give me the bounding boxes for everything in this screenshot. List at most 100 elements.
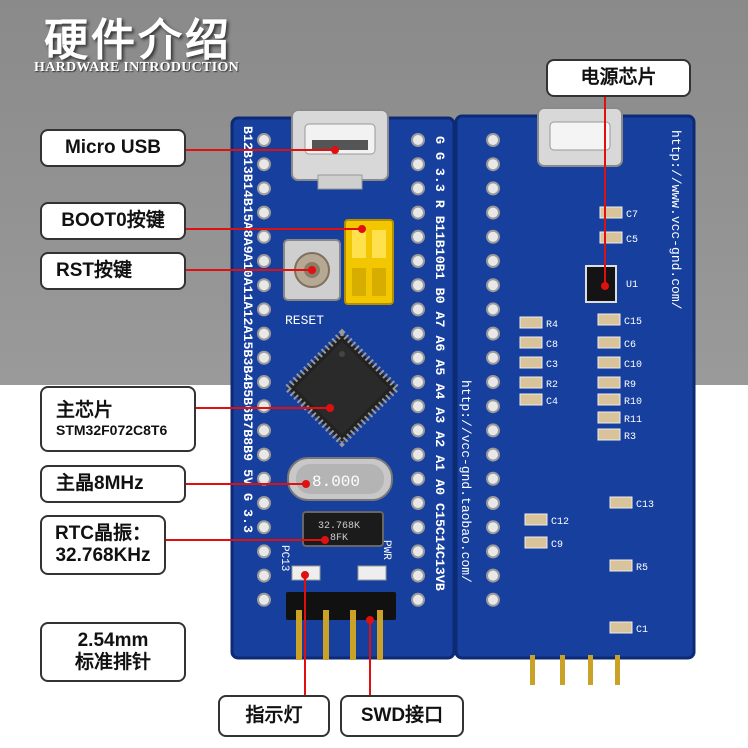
front-board [230, 109, 456, 660]
pin-hole [486, 254, 500, 268]
smd-part-label: R9 [624, 380, 636, 391]
smd-part [597, 411, 621, 424]
smd-part [609, 496, 633, 509]
smd-part [597, 356, 621, 369]
reset-silk-label: RESET [285, 313, 324, 328]
pin-hole [257, 133, 271, 147]
pin-hole [486, 592, 500, 607]
pin-hole [411, 399, 425, 414]
callout-main-chip-model: STM32F072C8T6 [56, 421, 168, 438]
callout-boot0: BOOT0按键 [40, 202, 186, 240]
smd-part [524, 536, 548, 549]
main-crystal [287, 457, 393, 501]
pin-hole [411, 544, 425, 559]
smd-part [597, 376, 621, 389]
smd-part-label: R2 [546, 380, 558, 391]
callout-main-chip: 主芯片 STM32F072C8T6 [40, 386, 196, 452]
smd-part [597, 393, 621, 406]
pin-hole [486, 326, 500, 341]
pwr-silk-label: PWR [380, 540, 392, 560]
left-pin-column [257, 133, 271, 607]
smd-part-label: C1 [636, 625, 648, 636]
page-subtitle: HARDWARE INTRODUCTION [34, 60, 240, 75]
pin-hole [411, 229, 425, 244]
pin-hole [257, 544, 271, 559]
pin-hole [411, 447, 425, 462]
smd-part [609, 559, 633, 572]
pin-hole [486, 423, 500, 438]
pin-hole [486, 157, 500, 172]
callout-pin-header-text: 标准排针 [74, 652, 151, 673]
pin-hole [257, 399, 271, 414]
back-pin-column [486, 133, 500, 607]
right-pin-column [411, 133, 425, 607]
pin-hole [411, 520, 425, 535]
smd-part-label: C10 [624, 360, 642, 371]
right-pin-labels: G G 3.3 R B11B10B1 B0 A7 A6 A5 A4 A3 A2 … [432, 136, 447, 591]
smd-part-label: C8 [546, 340, 558, 351]
pin-hole [257, 278, 271, 293]
pin-hole [257, 375, 271, 389]
back-micro-usb [537, 107, 623, 167]
pin-hole [257, 350, 271, 365]
smd-part-label: C3 [546, 360, 558, 371]
rtc-marking: 32.768K [318, 521, 360, 532]
pin-hole [257, 229, 271, 244]
callout-main-crystal: 主晶8MHz [40, 465, 186, 503]
smd-part [599, 231, 623, 244]
callout-micro-usb: Micro USB [40, 129, 186, 167]
swd-and-led-pins [286, 592, 396, 660]
pin-hole [257, 157, 271, 172]
callout-rst: RST按键 [40, 252, 186, 290]
micro-usb-connector [291, 109, 389, 190]
pin-hole [486, 181, 500, 196]
smd-part [519, 376, 543, 389]
callout-main-crystal-text: 主晶8MHz [56, 473, 144, 495]
smd-part [599, 206, 623, 219]
callout-pin-header: 2.54mm 标准排针 [40, 622, 186, 682]
pc13-silk-label: PC13 [278, 545, 290, 571]
smd-part-label: C6 [624, 340, 636, 351]
pin-hole [257, 205, 271, 220]
callout-rtc-text: RTC晶振： [54, 523, 152, 545]
pin-hole [411, 350, 425, 365]
pin-hole [411, 133, 425, 147]
pin-hole [486, 133, 500, 147]
pin-hole [411, 423, 425, 438]
callout-pin-header-pitch: 2.54mm [77, 630, 149, 652]
pin-hole [257, 181, 271, 196]
back-header-pins [530, 655, 620, 685]
callout-rtc: RTC晶振： 32.768KHz [40, 515, 166, 575]
smd-part-label: R4 [546, 320, 558, 331]
pin-hole [486, 520, 500, 535]
pin-hole [486, 302, 500, 317]
smd-part-label: C5 [626, 235, 638, 246]
pin-hole [486, 568, 500, 583]
pin-hole [257, 254, 271, 268]
pin-hole [486, 471, 500, 486]
smd-part [519, 393, 543, 406]
pin-hole [486, 399, 500, 414]
pin-hole [486, 229, 500, 244]
pin-hole [411, 302, 425, 317]
smd-part [597, 313, 621, 326]
pin-hole [257, 447, 271, 462]
pin-hole [257, 326, 271, 341]
smd-part [597, 336, 621, 349]
callout-boot0-text: BOOT0按键 [61, 210, 165, 232]
front-url: http://vcc-gnd.taobao.com/ [458, 380, 473, 583]
pin-hole [411, 592, 425, 607]
pin-hole [486, 496, 500, 510]
boot-jumpers [344, 219, 394, 305]
smd-part [519, 316, 543, 329]
pin-hole [486, 447, 500, 462]
pin-hole [257, 302, 271, 317]
pin-hole [411, 496, 425, 510]
callout-indicator: 指示灯 [218, 695, 330, 737]
smd-part [609, 621, 633, 634]
pin-hole [486, 375, 500, 389]
callout-swd: SWD接口 [340, 695, 464, 737]
smd-part-label: R3 [624, 432, 636, 443]
